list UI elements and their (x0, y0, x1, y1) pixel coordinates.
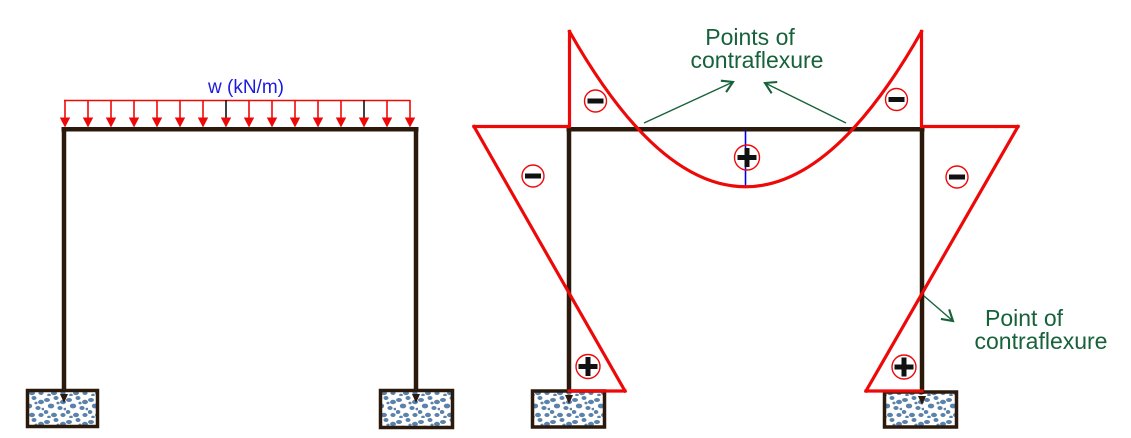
moment-left-column-slope (471, 124, 628, 394)
bending-moment-figure (471, 29, 1021, 429)
negative-sign-icon (583, 89, 608, 113)
points-of-contraflexure-label-line1: Points of (705, 24, 795, 50)
negative-sign-icon (884, 87, 909, 112)
load-arrow-heads (59, 117, 416, 128)
leader-arrows (643, 79, 955, 323)
positive-sign-icon (891, 354, 917, 380)
frame-members (61, 126, 419, 392)
column-base-ticks (60, 394, 420, 403)
column-base-ticks-bmd (565, 395, 926, 405)
points-of-contraflexure-label-line2: contraflexure (690, 47, 824, 73)
moment-right-column-slope (863, 124, 1021, 394)
loaded-frame-figure (25, 99, 455, 430)
leader-arrow-right-contraflexure (763, 80, 847, 124)
frame-members-bmd (566, 126, 925, 394)
moment-signs (521, 87, 969, 380)
positive-sign-icon (575, 353, 601, 380)
negative-sign-icon (945, 165, 969, 189)
negative-sign-icon (521, 164, 545, 188)
distributed-load (59, 99, 416, 128)
positive-sign-icon (733, 144, 761, 171)
moment-beam-parabola (567, 29, 924, 189)
leader-arrow-left-contraflexure (643, 79, 735, 124)
point-of-contraflexure-label-line1: Point of (985, 305, 1063, 331)
foundation-right-bmd (882, 390, 959, 429)
load-arrow-stems (64, 100, 411, 119)
moment-diagram (471, 29, 1021, 394)
point-of-contraflexure-label-line2: contraflexure (974, 328, 1108, 354)
load-label: w (kN/m) (208, 77, 284, 98)
leader-arrow-column-contraflexure (923, 295, 955, 323)
